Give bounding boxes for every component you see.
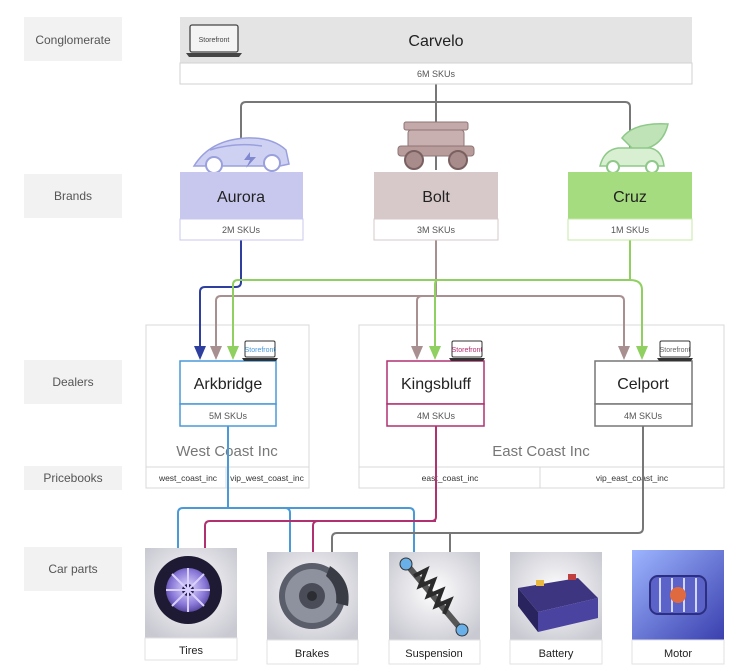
lane-label-car-parts: Car parts	[48, 562, 97, 576]
arrow-bolt-arkbridge	[210, 346, 222, 360]
part-brakes[interactable]: Brakes	[266, 552, 359, 665]
storefront-label: Storefront	[660, 347, 691, 354]
arrow-aurora-arkbridge	[194, 346, 206, 360]
part-battery-label: Battery	[539, 648, 574, 660]
connector-bolt-arkbridge	[215, 295, 436, 350]
group-label-east: East Coast Inc	[492, 443, 590, 460]
connector-arkbridge-brakes	[228, 507, 291, 552]
dealer-celport-skus: 4M SKUs	[624, 411, 663, 421]
connector-bolt-kingsbluff	[416, 295, 436, 350]
dealer-arkbridge-name: Arkbridge	[194, 376, 263, 393]
arrow-cruz-celport	[636, 346, 648, 360]
lane-label-brands: Brands	[54, 189, 92, 203]
tire-icon	[154, 556, 222, 624]
arrow-cruz-arkbridge	[227, 346, 239, 360]
connector-arkbridge-suspension	[228, 507, 415, 552]
part-tires-label: Tires	[179, 645, 204, 657]
lane-label-dealers: Dealers	[52, 375, 93, 389]
connector-carvelo-cruz	[436, 101, 631, 150]
connector-bolt-celport	[436, 295, 625, 350]
lane-car-parts: Car parts	[24, 547, 122, 591]
dealer-arkbridge[interactable]: Arkbridge 5M SKUs Storefront	[179, 340, 278, 427]
part-brakes-label: Brakes	[295, 648, 330, 660]
connectors	[177, 84, 644, 552]
brand-cruz[interactable]: Cruz 1M SKUs	[567, 172, 693, 241]
part-motor[interactable]: Motor	[631, 550, 725, 665]
part-suspension[interactable]: Suspension	[388, 552, 481, 665]
dealer-kingsbluff-name: Kingsbluff	[401, 376, 472, 393]
arrow-cruz-kingsbluff	[429, 346, 441, 360]
connector-arkbridge-tires	[177, 426, 229, 548]
connector-carvelo-aurora	[240, 101, 436, 150]
brand-bolt[interactable]: Bolt 3M SKUs	[373, 172, 499, 241]
lane-dealers: Dealers	[24, 360, 122, 404]
part-tires[interactable]: Tires	[144, 548, 238, 661]
conglomerate-name: Carvelo	[408, 33, 463, 50]
sports-car-icon	[192, 137, 290, 174]
pricebook-vip-west-coast-inc: vip_west_coast_inc	[230, 473, 304, 483]
brand-aurora-skus: 2M SKUs	[222, 225, 261, 235]
storefront-laptop-icon: Storefront	[449, 340, 485, 361]
brand-bolt-skus: 3M SKUs	[417, 225, 456, 235]
storefront-laptop-icon: Storefront	[186, 24, 242, 57]
battery-icon	[518, 574, 598, 632]
lane-label-conglomerate: Conglomerate	[35, 33, 111, 47]
pricebook-vip-east-coast-inc: vip_east_coast_inc	[596, 473, 669, 483]
pricebook-east-coast-inc: east_coast_inc	[422, 473, 479, 483]
part-suspension-label: Suspension	[405, 648, 463, 660]
dealer-celport[interactable]: Celport 4M SKUs Storefront	[594, 340, 693, 427]
conglomerate-box[interactable]: Carvelo 6M SKUs Storefront	[179, 17, 693, 85]
arrow-bolt-kingsbluff	[411, 346, 423, 360]
connector-aurora-arkbridge	[199, 240, 242, 350]
offroad-truck-icon	[397, 121, 475, 170]
brand-bolt-name: Bolt	[422, 189, 450, 206]
brand-cruz-skus: 1M SKUs	[611, 225, 650, 235]
part-battery[interactable]: Battery	[509, 552, 603, 665]
storefront-laptop-icon: Storefront	[242, 340, 278, 361]
motor-icon	[649, 575, 707, 615]
brand-aurora-name: Aurora	[217, 189, 265, 206]
connector-celport-brakes	[331, 426, 644, 552]
lane-pricebooks: Pricebooks	[24, 466, 122, 490]
brand-cruz-name: Cruz	[613, 189, 647, 206]
storefront-label: Storefront	[199, 37, 230, 44]
dealer-kingsbluff[interactable]: Kingsbluff 4M SKUs Storefront	[386, 340, 485, 427]
connector-cruz-celport	[629, 279, 643, 350]
connector-cruz-arkbridge	[232, 279, 630, 350]
lane-label-pricebooks: Pricebooks	[43, 471, 102, 485]
dealer-arkbridge-skus: 5M SKUs	[209, 411, 248, 421]
lane-conglomerate: Conglomerate	[24, 17, 122, 61]
dealer-kingsbluff-skus: 4M SKUs	[417, 411, 456, 421]
pricebook-west-coast-inc: west_coast_inc	[158, 473, 218, 483]
lane-brands: Brands	[24, 174, 122, 218]
conglomerate-skus: 6M SKUs	[417, 69, 456, 79]
arrowheads	[194, 346, 648, 360]
brand-aurora[interactable]: Aurora 2M SKUs	[179, 172, 304, 241]
storefront-label: Storefront	[245, 347, 276, 354]
part-motor-label: Motor	[664, 648, 692, 660]
storefront-label: Storefront	[452, 347, 483, 354]
dealer-celport-name: Celport	[617, 376, 669, 393]
connector-cruz-kingsbluff	[434, 279, 630, 350]
suspension-icon	[399, 557, 469, 637]
connector-kingsbluff-brakes	[312, 520, 436, 552]
arrow-bolt-celport	[618, 346, 630, 360]
brake-disc-icon	[279, 563, 349, 629]
storefront-laptop-icon: Storefront	[657, 340, 693, 361]
eco-car-icon	[599, 123, 669, 174]
pricebooks-east: east_coast_inc vip_east_coast_inc	[358, 466, 725, 489]
